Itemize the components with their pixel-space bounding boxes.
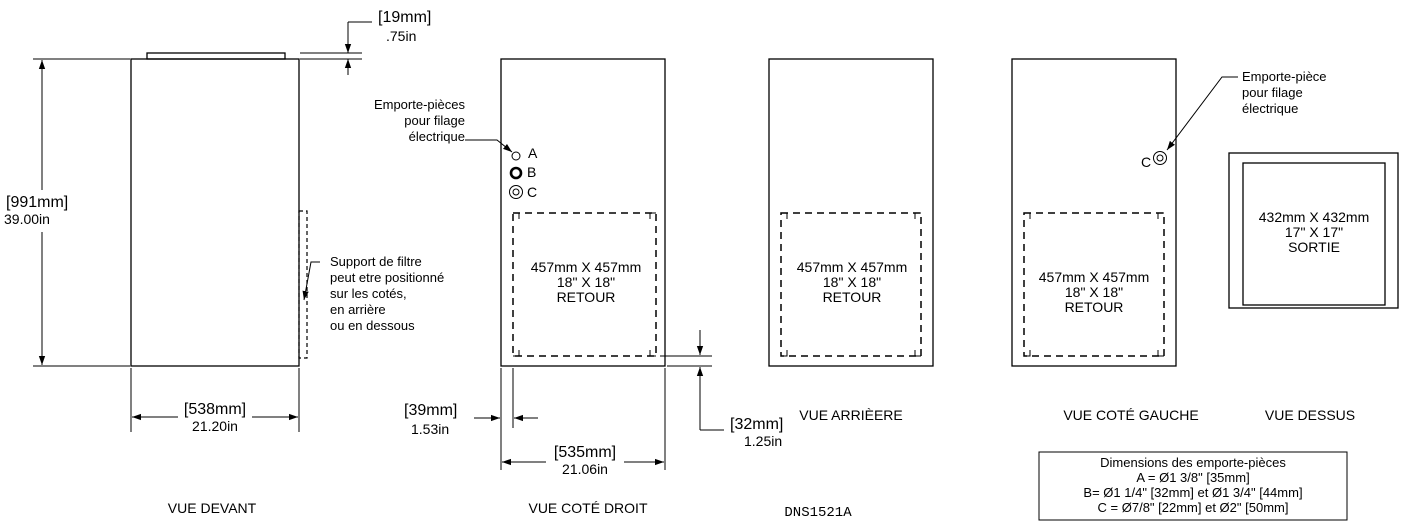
supply-size-mm: 432mm X 432mm — [1259, 209, 1369, 225]
supply-label: SORTIE — [1288, 239, 1340, 255]
height-in: 39.00in — [4, 211, 50, 227]
return-offset-side-in: 1.53in — [411, 421, 449, 437]
knockout-table-row-b: B= Ø1 1/4" [32mm] et Ø1 3/4" [44mm] — [1083, 485, 1302, 500]
knockout-b-label: B — [527, 164, 536, 180]
left-knockout-note-line-1: Emporte-pièce — [1242, 69, 1327, 84]
filter-support-note: Support de filtre peut etre positionné s… — [302, 254, 444, 333]
knockout-table-row-c: C = Ø7/8" [22mm] et Ø2" [50mm] — [1098, 500, 1289, 515]
filter-note-line-3: sur les cotés, — [330, 286, 407, 301]
front-view-label: VUE DEVANT — [168, 500, 257, 516]
rear-return-label: RETOUR — [823, 289, 882, 305]
knockout-c-inner — [512, 188, 520, 196]
rear-return-size-mm: 457mm X 457mm — [797, 259, 907, 275]
return-offset-bottom-mm: [32mm] — [730, 416, 783, 433]
knockout-table-title: Dimensions des emporte-pièces — [1100, 455, 1286, 470]
filter-support-bracket — [298, 210, 308, 359]
side-width-mm: [535mm] — [554, 444, 616, 461]
top-offset-mm: [19mm] — [378, 9, 431, 26]
front-width-dimension: [538mm] 21.20in — [130, 368, 300, 434]
height-dimension: [991mm] 39.00in — [4, 58, 130, 367]
filter-note-line-4: en arrière — [330, 302, 386, 317]
side-width-in: 21.06in — [562, 461, 608, 477]
right-return-label: RETOUR — [557, 289, 616, 305]
right-return-size-in: 18" X 18" — [557, 274, 615, 290]
right-side-view: 457mm X 457mm 18" X 18" RETOUR A B C Emp… — [374, 58, 666, 516]
left-return-size-mm: 457mm X 457mm — [1039, 269, 1149, 285]
knockout-table-row-a: A = Ø1 3/8" [35mm] — [1136, 470, 1249, 485]
right-return-size-mm: 457mm X 457mm — [531, 259, 641, 275]
top-offset-dimension: [19mm] .75in — [300, 9, 431, 75]
left-return-size-in: 18" X 18" — [1065, 284, 1123, 300]
knockouts-note-line-3: électrique — [409, 129, 465, 144]
left-side-view-label: VUE COTÉ GAUCHE — [1063, 407, 1198, 423]
front-view: VUE DEVANT — [130, 52, 308, 516]
filter-note-line-1: Support de filtre — [330, 254, 422, 269]
rear-return-size-in: 18" X 18" — [823, 274, 881, 290]
drawing-number: DNS1521A — [784, 505, 852, 521]
knockout-a-label: A — [528, 145, 538, 161]
left-side-cabinet — [1011, 58, 1177, 367]
return-offset-side-mm: [39mm] — [404, 402, 457, 419]
knockout-table-border — [1038, 451, 1348, 521]
left-return-opening — [1023, 212, 1165, 357]
front-width-in: 21.20in — [192, 418, 238, 434]
top-offset-in: .75in — [386, 28, 416, 44]
left-return-label: RETOUR — [1065, 299, 1124, 315]
front-view-cabinet — [130, 58, 300, 367]
side-width-dimension: [535mm] 21.06in — [500, 368, 666, 477]
knockout-c-label: C — [527, 184, 537, 200]
knockout-b — [509, 166, 523, 180]
top-supply-opening — [1242, 162, 1386, 306]
supply-size-in: 17" X 17" — [1285, 224, 1343, 240]
right-side-view-label: VUE COTÉ DROIT — [528, 500, 647, 516]
left-side-view: 457mm X 457mm 18" X 18" RETOUR C Emporte… — [1011, 58, 1327, 423]
knockout-c-outer — [509, 185, 523, 199]
rear-return-opening — [780, 212, 922, 357]
filter-note-line-5: ou en dessous — [330, 318, 415, 333]
return-offset-side-dimension: [39mm] 1.53in — [404, 368, 538, 437]
return-offset-bottom-in: 1.25in — [744, 433, 782, 449]
left-knockout-note-line-3: électrique — [1242, 101, 1298, 116]
return-offset-bottom-dimension: [32mm] 1.25in — [660, 330, 783, 449]
top-view-label: VUE DESSUS — [1265, 407, 1355, 423]
rear-cabinet — [768, 58, 934, 367]
knockouts-note-line-2: pour filage — [404, 113, 465, 128]
front-view-top-flange — [146, 52, 286, 60]
top-view-outer — [1228, 152, 1399, 309]
left-knockout-c-label: C — [1141, 154, 1151, 170]
right-side-cabinet — [500, 58, 666, 367]
filter-note-line-2: peut etre positionné — [330, 270, 444, 285]
knockout-dimensions-table: Dimensions des emporte-pièces A = Ø1 3/8… — [1038, 451, 1348, 521]
rear-view-label: VUE ARRIÈERE — [799, 407, 902, 423]
left-knockout-c-outer — [1153, 151, 1167, 165]
front-width-mm: [538mm] — [184, 401, 246, 418]
height-mm: [991mm] — [6, 194, 68, 211]
rear-view: 457mm X 457mm 18" X 18" RETOUR VUE ARRIÈ… — [768, 58, 934, 423]
left-knockout-note-line-2: pour filage — [1242, 85, 1303, 100]
knockouts-note-line-1: Emporte-pièces — [374, 97, 466, 112]
knockout-a — [511, 151, 521, 161]
top-view: 432mm X 432mm 17" X 17" SORTIE VUE DESSU… — [1228, 152, 1399, 423]
left-knockout-c-inner — [1156, 154, 1164, 162]
